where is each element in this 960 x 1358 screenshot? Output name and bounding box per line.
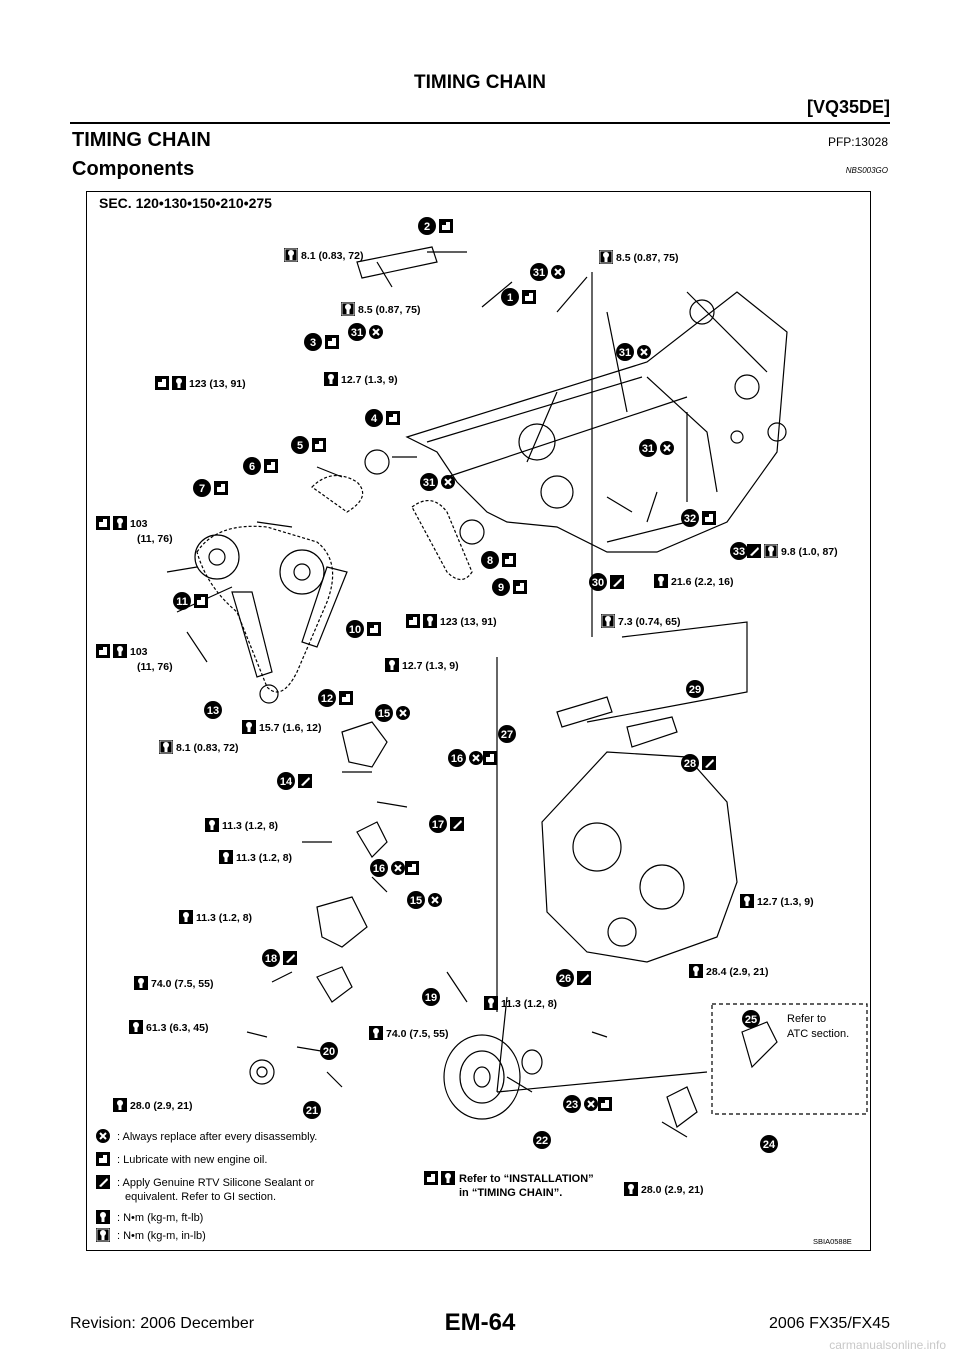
engine-code: [VQ35DE] [806, 97, 890, 117]
revision-date: Revision: 2006 December [70, 1315, 255, 1332]
torque-label: 7.3 (0.74, 65) [618, 616, 680, 628]
callout-number: 16 [373, 863, 385, 875]
section-numbers-label: SEC. 120•130•150•210•275 [99, 195, 272, 211]
callout-number: 30 [592, 577, 604, 589]
callout-number: 25 [745, 1014, 757, 1026]
torque-label: 8.1 (0.83, 72) [176, 742, 238, 754]
torque-label: (11, 76) [137, 533, 173, 545]
subsection-title: Components [72, 158, 195, 180]
callout-number: 6 [249, 461, 255, 473]
callout-number: 33 [733, 546, 745, 558]
torque-label: 123 (13, 91) [440, 616, 497, 628]
timing-chain-exploded-diagram: SEC. 120•130•150•210•275 [96, 195, 868, 1246]
refer-installation-note: in “TIMING CHAIN”. [459, 1187, 562, 1199]
torque-label: 11.3 (1.2, 8) [236, 852, 292, 864]
callout-number: 3 [310, 337, 316, 349]
callout-number: 24 [763, 1139, 776, 1151]
torque-label: 74.0 (7.5, 55) [386, 1028, 448, 1040]
torque-label: 8.5 (0.87, 75) [358, 304, 420, 316]
legend-torque: : N•m (kg-m, ft-lb) [117, 1212, 203, 1224]
torque-label: 15.7 (1.6, 12) [259, 722, 321, 734]
vehicle-model: 2006 FX35/FX45 [769, 1315, 890, 1332]
figure-id: SBIA0588E [813, 1237, 852, 1246]
torque-label: 11.3 (1.2, 8) [222, 820, 278, 832]
callout-number: 23 [566, 1099, 578, 1111]
callout-number: 21 [306, 1105, 318, 1117]
header-rule [70, 122, 890, 124]
callout-number: 13 [207, 705, 219, 717]
torque-label: 103 [130, 646, 148, 658]
torque-label: (11, 76) [137, 661, 173, 673]
legend-sealant-cont: equivalent. Refer to GI section. [125, 1191, 276, 1203]
callout-number: 31 [533, 267, 545, 279]
torque-label: 11.3 (1.2, 8) [196, 912, 252, 924]
callout-number: 8 [487, 555, 493, 567]
callout-number: 18 [265, 953, 277, 965]
callout-number: 26 [559, 973, 571, 985]
callout-number: 4 [371, 413, 378, 425]
callout-number: 31 [642, 443, 654, 455]
torque-label: 12.7 (1.3, 9) [757, 896, 814, 908]
callout-number: 5 [297, 440, 303, 452]
legend-oil: : Lubricate with new engine oil. [117, 1154, 267, 1166]
refer-atc-note: ATC section. [787, 1028, 849, 1040]
callout-number: 7 [199, 483, 205, 495]
torque-label: 8.5 (0.87, 75) [616, 252, 678, 264]
callout-number: 10 [349, 624, 361, 636]
refer-atc-note: Refer to [787, 1013, 826, 1025]
torque-label: 61.3 (6.3, 45) [146, 1022, 208, 1034]
torque-label: 123 (13, 91) [189, 378, 246, 390]
figure-frame [86, 191, 871, 1251]
callout-number: 28 [684, 758, 696, 770]
callout-number: 14 [280, 776, 293, 788]
callout-number: 16 [451, 753, 463, 765]
subsection-code: NBS003GO [845, 166, 888, 175]
callout-number: 11 [176, 596, 188, 608]
torque-label: 28.0 (2.9, 21) [641, 1184, 703, 1196]
torque-label: 28.4 (2.9, 21) [706, 966, 768, 978]
callout-number: 15 [378, 708, 390, 720]
page-number: EM-64 [444, 1309, 516, 1336]
torque-label: 8.1 (0.83, 72) [301, 250, 363, 262]
legend-torque-inlb: : N•m (kg-m, in-lb) [117, 1230, 206, 1242]
torque-label: 28.0 (2.9, 21) [130, 1100, 192, 1112]
torque-label: 74.0 (7.5, 55) [151, 978, 213, 990]
callout-number: 1 [507, 292, 513, 304]
callout-number: 32 [684, 513, 696, 525]
callout-number: 9 [498, 582, 504, 594]
torque-label: 12.7 (1.3, 9) [341, 374, 398, 386]
callout-number: 17 [432, 819, 444, 831]
page-header-title: TIMING CHAIN [414, 72, 546, 93]
legend-replace: : Always replace after every disassembly… [117, 1131, 317, 1143]
torque-label: 11.3 (1.2, 8) [501, 998, 557, 1010]
callout-number: 22 [536, 1135, 548, 1147]
torque-label: 9.8 (1.0, 87) [781, 546, 838, 558]
callout-number: 29 [689, 684, 701, 696]
section-title: TIMING CHAIN [72, 129, 211, 151]
callout-number: 20 [323, 1046, 335, 1058]
callout-number: 31 [619, 347, 631, 359]
callout-number: 31 [351, 327, 363, 339]
callout-number: 19 [425, 992, 437, 1004]
callout-number: 27 [501, 729, 513, 741]
section-code: PFP:13028 [827, 135, 888, 149]
refer-installation-note: Refer to “INSTALLATION” [459, 1173, 594, 1185]
callout-number: 15 [410, 895, 422, 907]
callout-number: 31 [423, 477, 435, 489]
torque-label: 21.6 (2.2, 16) [671, 576, 733, 588]
torque-label: 12.7 (1.3, 9) [402, 660, 459, 672]
callout-number: 12 [321, 693, 333, 705]
legend-sealant: : Apply Genuine RTV Silicone Sealant or [117, 1177, 315, 1189]
torque-label: 103 [130, 518, 148, 530]
watermark: carmanualsonline.info [829, 1338, 946, 1352]
callout-number: 2 [424, 221, 430, 233]
